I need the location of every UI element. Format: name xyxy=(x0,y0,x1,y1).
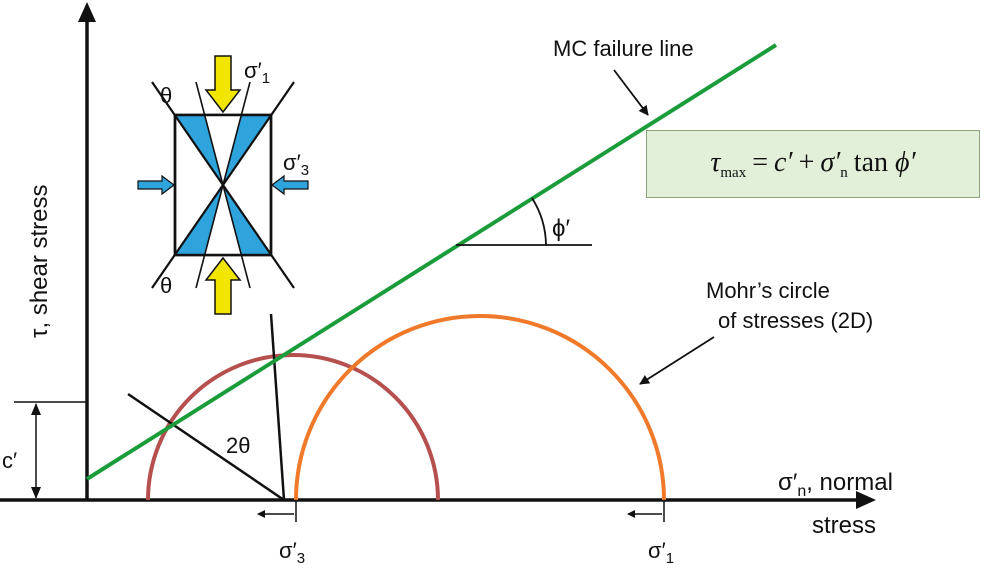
cohesion-arrow-bottom xyxy=(31,487,41,499)
inset-sigma1-label: σ′1 xyxy=(244,58,270,87)
sigma3-load-arrow-left xyxy=(137,174,175,196)
friction-angle-arc xyxy=(531,197,547,246)
failure-line-leader xyxy=(613,69,649,116)
mohr-circle-label-line1: Mohr’s circle xyxy=(706,278,830,303)
friction-angle-label: ϕ′ xyxy=(552,215,570,242)
mohr-circle-outer xyxy=(294,314,666,501)
x-axis-label-line1: σ′n, normal xyxy=(778,469,893,500)
failure-line-label: MC failure line xyxy=(553,36,694,61)
x-axis-label-line2: stress xyxy=(812,512,876,539)
inset-theta-bottom: θ xyxy=(160,273,172,298)
sigma3-load-arrow-right xyxy=(271,174,309,196)
inset-sigma3-label: σ′3 xyxy=(283,150,309,179)
shear-void-top xyxy=(204,115,242,185)
shear-void-bottom xyxy=(204,185,242,255)
mohr-circle-label-line2: of stresses (2D) xyxy=(718,308,873,333)
x-axis-arrowhead xyxy=(856,491,876,509)
two-theta-label: 2θ xyxy=(226,433,250,458)
mohr-circle-leader xyxy=(639,336,715,385)
sigma1-label: σ′1 xyxy=(648,538,674,565)
sigma3-label: σ′3 xyxy=(279,538,305,565)
sigma1-load-arrow-bottom xyxy=(204,256,242,315)
cohesion-label: c′ xyxy=(2,448,17,473)
y-axis-label: τ, shear stress xyxy=(26,184,53,338)
cohesion-arrow-top xyxy=(31,403,41,415)
stress-element-inset: θ θ σ′1 σ′3 xyxy=(137,55,309,315)
shear-plane-4 xyxy=(195,81,251,289)
inset-theta-top: θ xyxy=(160,83,172,108)
y-axis-arrowhead xyxy=(78,2,96,22)
mc-failure-line xyxy=(85,43,778,481)
sigma1-load-arrow-top xyxy=(204,55,242,114)
two-theta-line-right xyxy=(269,313,286,501)
two-theta-line-left xyxy=(127,392,285,502)
mohr-circle-inner xyxy=(146,353,440,501)
